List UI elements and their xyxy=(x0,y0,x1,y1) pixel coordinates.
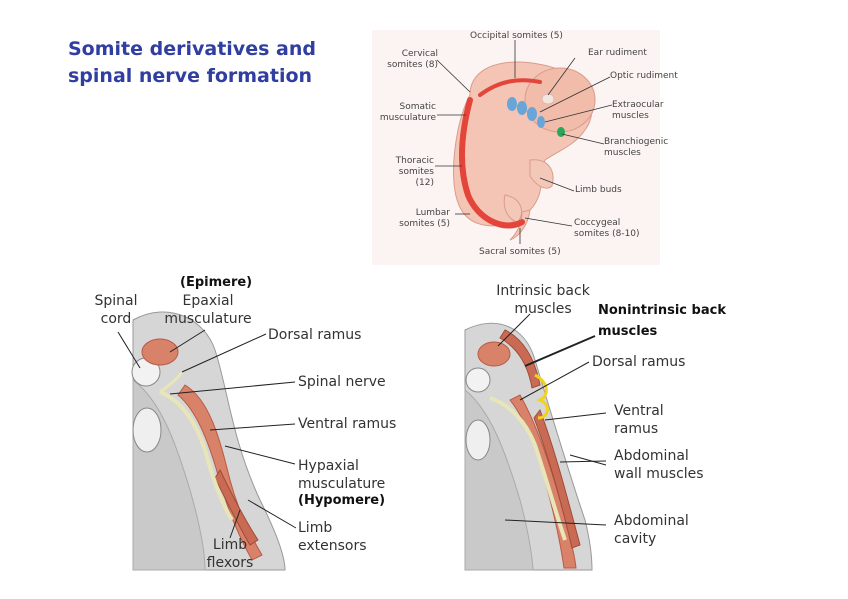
label-ventral-ramus-left: Ventral ramus xyxy=(298,416,397,432)
label-coccygeal-somites: Coccygeal somites (8-10) xyxy=(574,218,640,240)
label-extraocular-line-2: muscles xyxy=(612,111,649,121)
label-lumbar-line-2: somites (5) xyxy=(399,219,450,229)
label-nonintrinsic-back-muscles: Nonintrinsic back muscles xyxy=(598,300,726,342)
label-hypaxial-line-1: Hypaxial xyxy=(298,458,359,474)
label-epaxial-line-2: musculature xyxy=(164,311,252,327)
label-intrinsic-line-2: muscles xyxy=(514,301,572,317)
right-cross-section xyxy=(464,313,607,571)
label-sacral-somites: Sacral somites (5) xyxy=(479,247,561,257)
label-extraocular-line-1: Extraocular xyxy=(612,100,664,110)
label-thoracic-line-3: (12) xyxy=(415,178,434,188)
label-epaxial-line-1: Epaxial xyxy=(182,293,234,309)
label-nonintrinsic-line-1: Nonintrinsic back xyxy=(598,303,726,318)
label-spinal-cord-line-1: Spinal xyxy=(94,293,138,309)
label-epaxial-musculature: Epaxial musculature xyxy=(160,292,256,328)
label-abdominal-cavity-line-2: cavity xyxy=(614,531,657,547)
label-limb-buds: Limb buds xyxy=(575,185,622,195)
label-hypaxial-musculature: Hypaxial musculature xyxy=(298,457,385,493)
label-spinal-nerve: Spinal nerve xyxy=(298,374,386,390)
label-cervical-line-1: Cervical xyxy=(401,49,438,59)
label-ventral-line-2: ramus xyxy=(614,421,659,437)
label-ventral-line-1: Ventral xyxy=(614,403,664,419)
label-cervical-somites: Cervical somites (8) xyxy=(378,49,438,71)
label-thoracic-line-1: Thoracic xyxy=(395,156,434,166)
title-line-2: spinal nerve formation xyxy=(68,65,313,87)
slide-title: Somite derivatives and spinal nerve form… xyxy=(68,36,316,90)
label-abdominal-cavity: Abdominal cavity xyxy=(614,512,689,548)
label-branchio-line-1: Branchiogenic xyxy=(604,137,669,147)
label-limb-extensors-line-2: extensors xyxy=(298,538,367,554)
label-abdominal-cavity-line-1: Abdominal xyxy=(614,513,689,529)
label-ear-rudiment: Ear rudiment xyxy=(588,48,647,58)
label-extraocular-muscles: Extraocular muscles xyxy=(612,100,664,122)
label-limb-flexors: Limb flexors xyxy=(198,536,262,572)
label-somatic-line-2: musculature xyxy=(379,113,436,123)
label-somatic-line-1: Somatic xyxy=(399,102,436,112)
label-coccygeal-line-1: Coccygeal xyxy=(574,218,621,228)
label-thoracic-line-2: somites xyxy=(398,167,434,177)
label-nonintrinsic-line-2: muscles xyxy=(598,324,658,339)
label-spinal-cord: Spinal cord xyxy=(88,292,144,328)
label-thoracic-somites: Thoracic somites (12) xyxy=(380,156,434,189)
label-limb-flexors-line-1: Limb xyxy=(212,537,248,553)
left-cross-section xyxy=(117,311,297,571)
label-abdominal-wall-line-2: wall muscles xyxy=(614,466,704,482)
label-branchio-line-2: muscles xyxy=(604,148,641,158)
label-abdominal-wall-line-1: Abdominal xyxy=(614,448,689,464)
label-hypaxial-line-2: musculature xyxy=(298,476,386,492)
label-hypomere: (Hypomere) xyxy=(298,493,386,508)
label-limb-extensors: Limb extensors xyxy=(298,519,367,555)
label-limb-flexors-line-2: flexors xyxy=(206,555,254,571)
label-lumbar-line-1: Lumbar xyxy=(415,208,450,218)
label-coccygeal-line-2: somites (8-10) xyxy=(574,229,640,239)
label-lumbar-somites: Lumbar somites (5) xyxy=(384,208,450,230)
title-line-1: Somite derivatives and xyxy=(68,38,316,60)
label-somatic-musculature: Somatic musculature xyxy=(370,102,436,124)
label-intrinsic-line-1: Intrinsic back xyxy=(496,283,590,299)
label-abdominal-wall-muscles: Abdominal wall muscles xyxy=(614,447,704,483)
label-optic-rudiment: Optic rudiment xyxy=(610,71,678,81)
label-dorsal-ramus-right: Dorsal ramus xyxy=(592,354,686,370)
label-branchiogenic-muscles: Branchiogenic muscles xyxy=(604,137,668,159)
embryo-illustration xyxy=(372,30,660,265)
label-cervical-line-2: somites (8) xyxy=(387,60,438,70)
label-epimere: (Epimere) xyxy=(180,275,253,290)
label-limb-extensors-line-1: Limb xyxy=(298,520,333,536)
label-occipital-somites: Occipital somites (5) xyxy=(470,31,563,41)
label-intrinsic-back-muscles: Intrinsic back muscles xyxy=(494,282,592,318)
label-ventral-ramus-right: Ventral ramus xyxy=(614,402,664,438)
label-dorsal-ramus-left: Dorsal ramus xyxy=(268,327,362,343)
label-spinal-cord-line-2: cord xyxy=(100,311,132,327)
